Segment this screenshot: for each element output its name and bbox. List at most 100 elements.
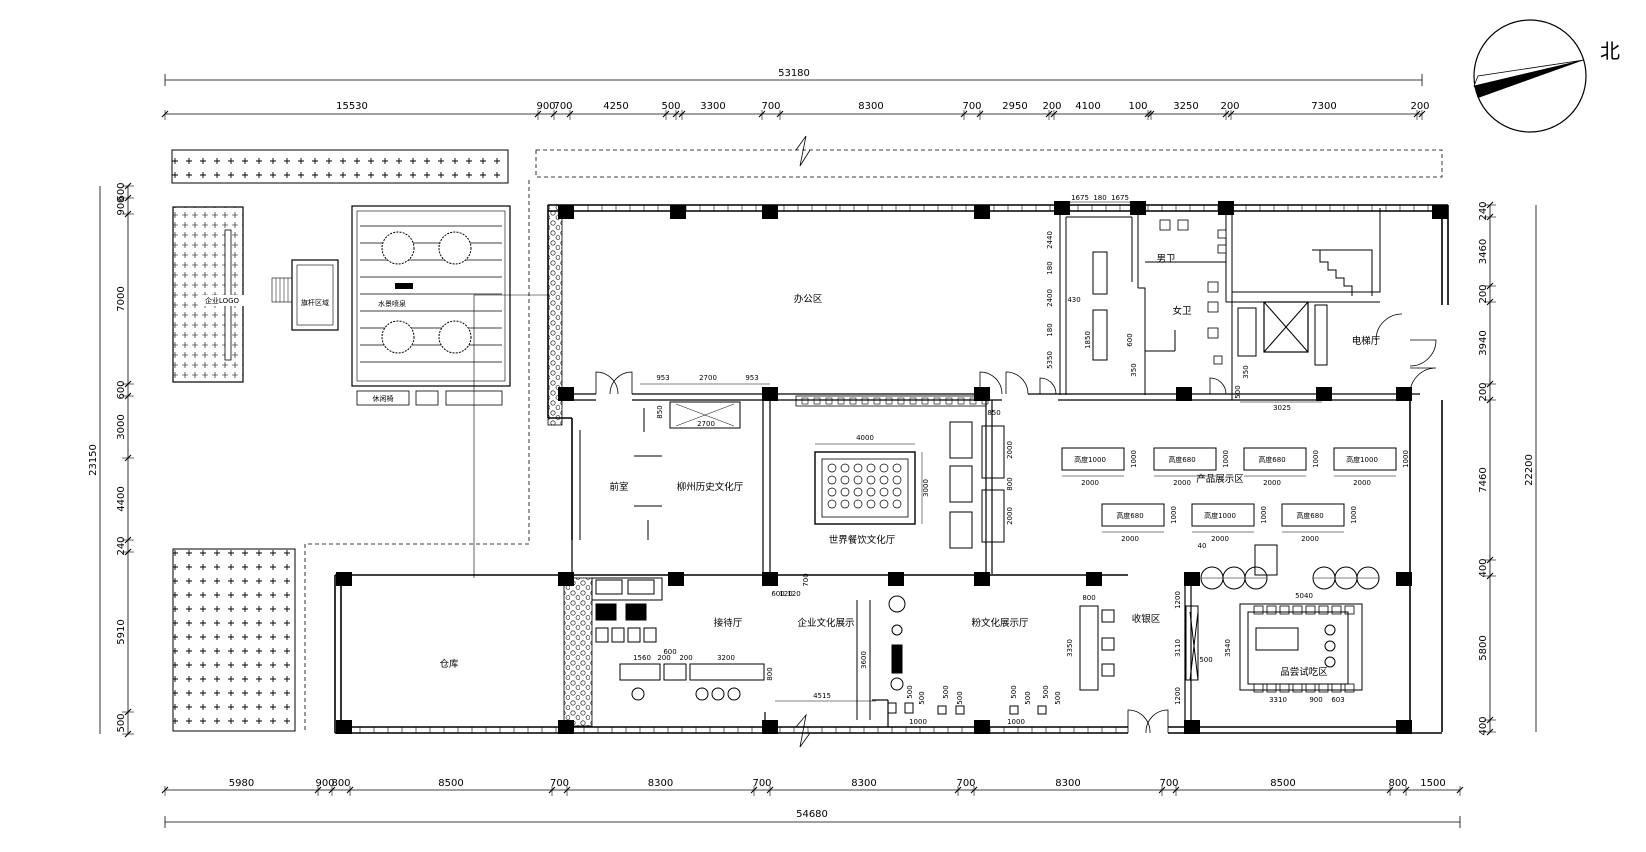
right-dim-0: 240: [1478, 201, 1489, 220]
flag-area-label: 旗杆区域: [301, 298, 329, 307]
column-8: [558, 387, 574, 401]
product-box-depth-1: 1000: [1222, 450, 1230, 468]
elevator-dim-2: 3025: [1273, 404, 1291, 412]
column-11: [1176, 387, 1192, 401]
bottom-dimension-ticks: [161, 786, 1464, 796]
logo-label-bg: [198, 295, 244, 306]
corporate-dim-0: 600: [771, 590, 784, 598]
bottom-dim-2: 800: [331, 778, 350, 789]
top-dim-8: 700: [962, 101, 981, 112]
top-dim-16: 200: [1410, 101, 1429, 112]
wc-vert-dim-4: 5350: [1046, 351, 1054, 369]
column-3: [974, 205, 990, 219]
wc-top-dim-0: 1675: [1071, 194, 1089, 202]
bottom-dim-10: 700: [1159, 778, 1178, 789]
bottom-dim-5: 8300: [648, 778, 673, 789]
product-box-depth-3: 1000: [1402, 450, 1410, 468]
right-dim-3: 3940: [1478, 330, 1489, 355]
dining-dim-3: 2000: [1006, 441, 1014, 459]
history-dim-3: 850: [656, 405, 664, 418]
reception-dim-2: 200: [657, 654, 670, 662]
left-dim-3: 600: [116, 380, 127, 399]
top-dim-9: 2950: [1002, 101, 1027, 112]
top-dim-7: 8300: [858, 101, 883, 112]
left-dim-0: 600: [116, 182, 127, 201]
reception-dim-1: 1560: [633, 654, 651, 662]
column-13: [1396, 387, 1412, 401]
tasting-dim-1: 5040: [1295, 592, 1313, 600]
bottom-dim-8: 700: [956, 778, 975, 789]
left-dimension-ticks: [122, 182, 134, 738]
corporate-logo-wall: [172, 206, 244, 383]
history-dim-1: 2700: [699, 374, 717, 382]
left-dim-4: 3000: [116, 414, 127, 439]
cashier-dim-0: 800: [1082, 594, 1095, 602]
column-27: [336, 572, 352, 586]
bottom-dim-3: 8500: [438, 778, 463, 789]
wc-top-dim-1: 180: [1093, 194, 1106, 202]
reception-dim-3: 200: [679, 654, 692, 662]
right-total-dimension: 22200: [1524, 454, 1535, 486]
tasting-round-tables: [1200, 566, 1380, 590]
wc-vert-dim-2: 2400: [1046, 289, 1054, 307]
tasting-dim-3: 3110: [1174, 639, 1182, 657]
top-dim-14: 200: [1220, 101, 1239, 112]
product-box-width-0: 2000: [1081, 479, 1099, 487]
corporate-dim-4: 3600: [860, 651, 868, 669]
noodle-dim-4: 500: [1010, 685, 1018, 698]
product-box-width-6: 2000: [1301, 535, 1319, 543]
bottom-dim-4: 700: [550, 778, 569, 789]
wc-vert-dim-5: 430: [1067, 296, 1080, 304]
elevator-hall-label: 电梯厅: [1352, 335, 1381, 347]
dining-dim-4: 800: [1006, 477, 1014, 490]
noodle-dim-9: 1000: [1007, 718, 1025, 726]
wc-vert-dim-1: 180: [1046, 261, 1054, 274]
elevator-dim-0: 350: [1242, 365, 1250, 378]
break-symbol-top: [795, 135, 811, 167]
column-0: [558, 205, 574, 219]
column-2: [762, 205, 778, 219]
tasting-dim-0: 40: [1198, 542, 1207, 550]
wc-fixtures: [1159, 219, 1227, 365]
product-area-label: 产品展示区: [1196, 473, 1244, 485]
column-20: [1184, 572, 1200, 586]
reception-furniture: [591, 577, 765, 701]
rice-noodle-hall-label: 粉文化展示厅: [971, 617, 1029, 629]
tasting-dim-6: 1200: [1174, 687, 1182, 705]
product-box-height-0: 高度1000: [1074, 455, 1106, 464]
noodle-dim-0: 500: [906, 685, 914, 698]
bead-strip: [795, 395, 987, 407]
corporate-wall-label: 企业LOGO: [205, 296, 240, 305]
corporate-display-label: 企业文化展示: [797, 617, 854, 629]
history-dim-4: 2700: [697, 420, 715, 428]
wc-block: [1059, 210, 1233, 395]
column-12: [1316, 387, 1332, 401]
product-box-height-3: 高度1000: [1346, 455, 1378, 464]
product-box-depth-5: 1000: [1260, 506, 1268, 524]
top-dim-10: 200: [1042, 101, 1061, 112]
top-planter-strip: [171, 149, 509, 184]
history-dim-2: 953: [745, 374, 758, 382]
right-dim-5: 7460: [1478, 467, 1489, 492]
office-label: 办公区: [794, 293, 823, 305]
bottom-left-planter: [172, 548, 296, 732]
cashier-counter: [1079, 605, 1115, 691]
column-26: [1396, 720, 1412, 734]
product-box-width-2: 2000: [1263, 479, 1281, 487]
cashier-label: 收银区: [1132, 613, 1161, 625]
tasting-dim-8: 900: [1309, 696, 1322, 704]
dining-hall-label: 世界餐饮文化厅: [829, 534, 896, 546]
reception-dim-5: 800: [766, 667, 774, 680]
dining-side-cabinets: [949, 421, 1005, 549]
left-dim-2: 7000: [116, 286, 127, 311]
wc-vert-dim-0: 2440: [1046, 231, 1054, 249]
left-dimension-lines: [99, 186, 129, 734]
noodle-dim-6: 500: [1042, 685, 1050, 698]
top-total-dimension: 53180: [778, 68, 810, 79]
column-18: [974, 572, 990, 586]
noodle-dim-2: 500: [942, 685, 950, 698]
north-arrow: [1473, 19, 1587, 133]
tasting-chairs: [1253, 605, 1355, 693]
left-total-dimension: 23150: [88, 444, 99, 476]
